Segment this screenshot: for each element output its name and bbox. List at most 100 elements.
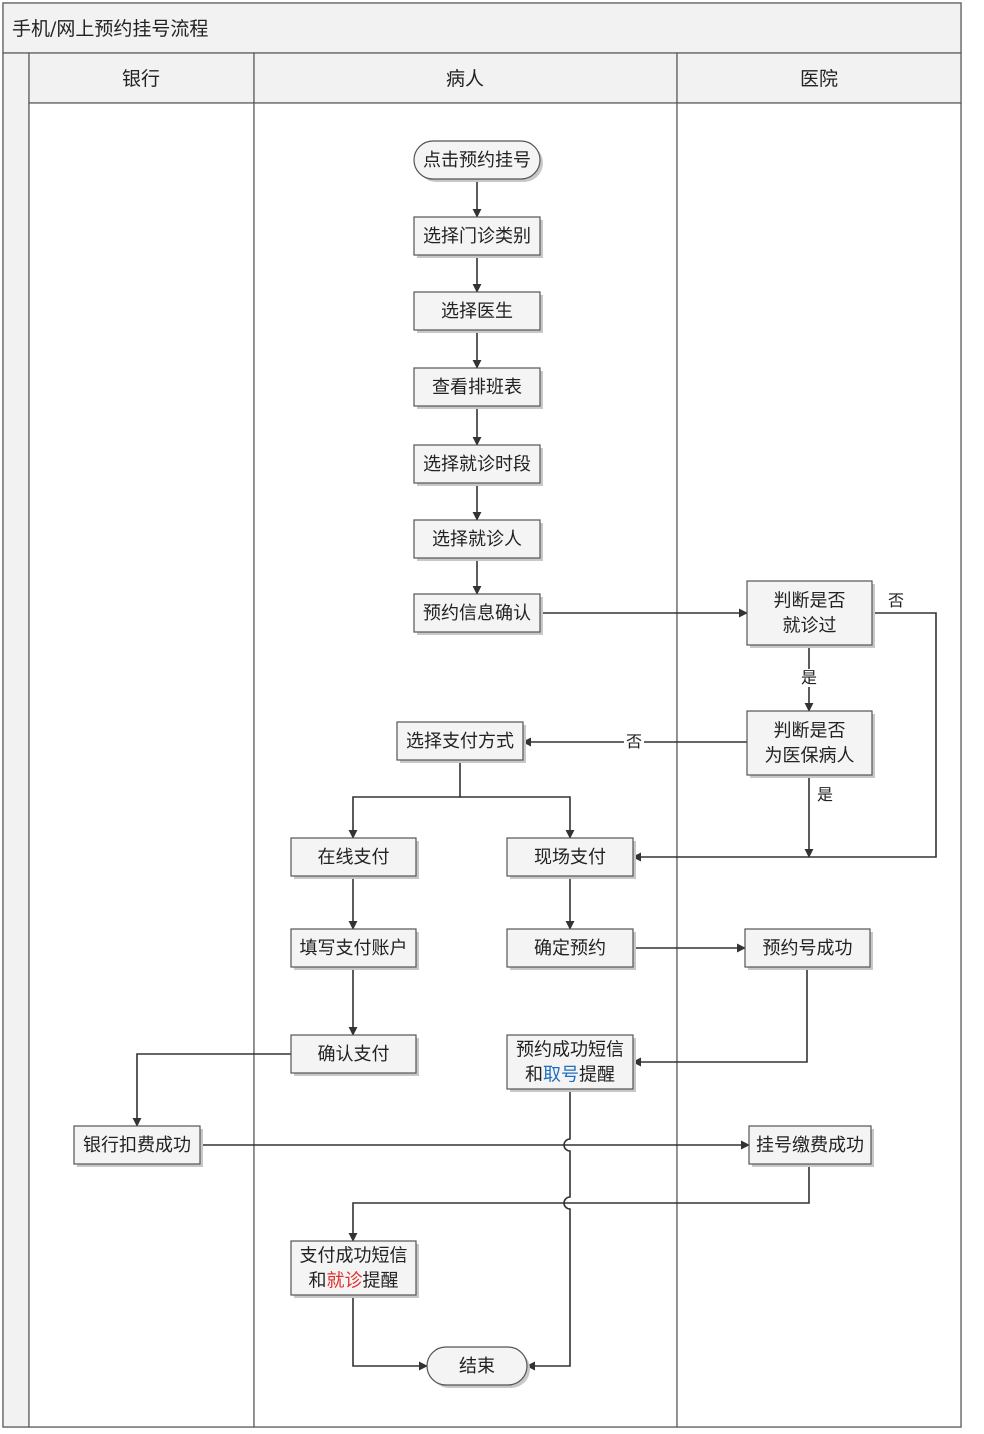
process-box: [413, 367, 541, 407]
process-box: [748, 1125, 872, 1165]
node-p11: 填写支付账户: [290, 928, 419, 970]
edge-line: [632, 612, 937, 862]
node-label-line: 选择医生: [441, 301, 513, 322]
process-box: [506, 837, 634, 877]
node-label-text: 选择就诊时段: [423, 454, 531, 475]
edge-label: 是: [801, 668, 817, 687]
lane-label-hospital: 医院: [800, 68, 838, 90]
node-n3: 选择医生: [413, 291, 543, 333]
edge-label-bg: [799, 669, 819, 687]
edge-line: [348, 1164, 810, 1242]
node-label-line: 判断是否: [774, 591, 846, 612]
node-label-text: 点击预约挂号: [423, 150, 531, 171]
node-label-line: 在线支付: [318, 847, 390, 868]
node-n2: 选择门诊类别: [413, 216, 543, 258]
highlighted-text: 就诊: [327, 1271, 363, 1292]
node-label-text: 和: [309, 1271, 327, 1292]
process-box: [290, 928, 417, 968]
node-p13: 确认支付: [290, 1034, 419, 1076]
node-label-line: 预约成功短信: [516, 1040, 624, 1061]
edge-label-bg: [886, 592, 906, 610]
edge-line: [460, 796, 575, 839]
process-box: [290, 1240, 417, 1296]
node-n7: 预约信息确认: [413, 593, 543, 635]
node-label-text: 选择门诊类别: [423, 226, 531, 247]
process-box: [290, 837, 417, 877]
node-label-line: 就诊过: [783, 616, 837, 637]
edge-label: 是: [817, 785, 833, 804]
node-label-line: 选择就诊人: [432, 529, 522, 550]
edge-h4-to-p15: [348, 1164, 810, 1242]
edge-p15-to-end: [352, 1295, 428, 1371]
edge-p8-to-p9: [348, 760, 461, 839]
node-p10: 现场支付: [506, 837, 636, 879]
process-box: [413, 291, 541, 331]
edge-line: [132, 1053, 291, 1127]
process-box: [746, 580, 873, 646]
node-label-text: 选择医生: [441, 301, 513, 322]
lane-header-patient: [253, 52, 678, 104]
edge-line: [632, 967, 808, 1067]
process-box: [413, 593, 541, 633]
node-b1: 银行扣费成功: [73, 1125, 203, 1167]
node-label-text: 预约成功短信: [516, 1040, 624, 1061]
process-box: [746, 710, 873, 776]
node-p8: 选择支付方式: [396, 721, 526, 763]
node-p12: 确定预约: [506, 928, 636, 970]
node-label-line: 银行扣费成功: [83, 1135, 191, 1156]
edge-h2-to-p8: 否: [522, 732, 747, 751]
node-label-text: 查看排班表: [432, 377, 522, 398]
node-label-text: 就诊过: [783, 616, 837, 637]
node-label-text: 现场支付: [534, 847, 606, 868]
node-label-text: 提醒: [579, 1065, 615, 1086]
edge-label-bg: [624, 733, 644, 751]
node-label-text: 判断是否: [774, 721, 846, 742]
node-label-text: 预约号成功: [763, 938, 853, 959]
node-n4: 查看排班表: [413, 367, 543, 409]
node-label-line: 支付成功短信: [300, 1246, 408, 1267]
node-label-line: 现场支付: [534, 847, 606, 868]
edge-p14-to-end: [526, 1089, 571, 1371]
pool-side-strip: [2, 52, 30, 1428]
terminal-shape: [426, 1346, 528, 1386]
process-box: [413, 444, 541, 484]
node-label-line: 选择门诊类别: [423, 226, 531, 247]
node-label-line: 点击预约挂号: [423, 150, 531, 171]
node-label-text: 提醒: [363, 1271, 399, 1292]
process-box: [506, 928, 634, 968]
node-label-text: 选择支付方式: [406, 731, 514, 752]
edge-label: 否: [888, 591, 904, 610]
edge-p13-to-b1: [132, 1053, 291, 1127]
process-box: [73, 1125, 201, 1165]
edge-label: 否: [626, 732, 642, 751]
title-bar: [2, 2, 962, 54]
node-label-text: 挂号缴费成功: [756, 1135, 864, 1156]
edge-h1-to-p10: 否: [632, 591, 937, 862]
node-label-text: 和: [525, 1065, 543, 1086]
node-label-text: 预约信息确认: [423, 603, 531, 624]
edge-h3-to-p14: [632, 967, 808, 1067]
node-label-line: 确定预约: [534, 938, 606, 959]
node-end: 结束: [426, 1346, 530, 1388]
lane-header-bank: [28, 52, 255, 104]
node-h4: 挂号缴费成功: [748, 1125, 874, 1167]
terminal-shape: [413, 140, 541, 180]
edge-h2-to-p10: 是: [804, 775, 835, 858]
node-label-text: 判断是否: [774, 591, 846, 612]
process-box: [396, 721, 524, 761]
edge-h1-to-h2: 是: [799, 645, 819, 712]
node-label-text: 银行扣费成功: [83, 1135, 191, 1156]
highlighted-text: 取号: [543, 1065, 579, 1086]
node-label-line: 填写支付账户: [300, 938, 408, 959]
process-box: [506, 1034, 634, 1090]
edge-line: [526, 1089, 571, 1371]
lane-label-bank: 银行: [122, 68, 160, 90]
process-box: [413, 216, 541, 256]
node-label-text: 结束: [459, 1356, 495, 1377]
node-label-line: 和取号提醒: [525, 1065, 615, 1086]
diagram-title: 手机/网上预约挂号流程: [12, 18, 208, 40]
